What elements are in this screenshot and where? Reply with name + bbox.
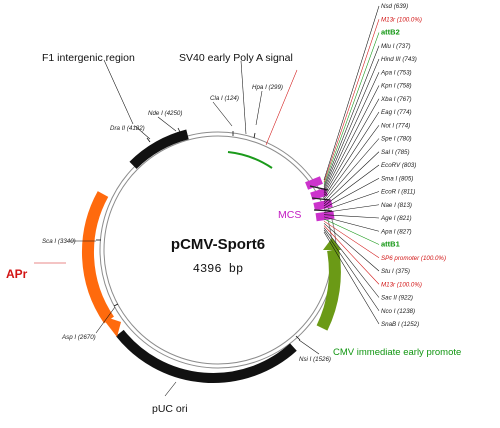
sv40-label: SV40 early Poly A signal [179,52,293,64]
site-leader-line [323,229,380,311]
site-label: Dra II (4182) [110,125,145,132]
site-leader-line [323,223,380,272]
site-label: SnaB I (1252) [381,321,419,328]
mcs-block [305,176,335,222]
site-leader-line [323,216,380,232]
cmv-promoter-arc [316,248,341,331]
site-leader-line [323,72,380,191]
plasmid-size: 4396 bp [193,262,243,276]
site-label: Hind III (743) [381,56,417,63]
site-leader-line [323,85,380,194]
site-leader-line [323,32,380,185]
site-leader-line [323,98,380,196]
site-leader-line [323,151,380,205]
site-leader-line [323,111,380,198]
site-label: Kpn I (758) [381,83,412,90]
site-label: Hpa I (299) [252,84,283,91]
right-site-leaders [323,5,380,325]
site-label: Sma I (805) [381,175,413,182]
site-label: Sac II (922) [381,295,413,302]
ap-label: APr [6,267,28,281]
site-leader-line [323,164,380,207]
cmv-promoter-arrowhead [323,238,341,250]
site-leader-line [323,231,380,325]
site-label: Mlu I (737) [381,43,411,50]
site-label: Age I (821) [380,215,412,222]
f1-region-label: F1 intergenic region [42,52,135,64]
site-leader-line [323,204,380,213]
ap-resistance-arc [81,191,114,324]
site-label: Cla I (124) [210,95,239,102]
site-label: Apa I (753) [380,69,412,76]
site-leader-line [323,58,380,189]
site-label: EcoRV (803) [381,162,416,169]
site-label: M13r (100.0%) [381,281,422,288]
sv40-arc [227,151,273,169]
site-label: M13r (100.0%) [381,16,422,23]
puc-ori-arc [115,329,297,383]
site-label: Stu I (375) [381,268,410,275]
site-label: Nae I (813) [381,202,412,209]
site-leader-line [323,214,380,219]
f1-region-arc [129,129,189,169]
attb-site-label: attB2 [381,28,400,37]
site-leader-line [323,138,380,202]
site-label: Nde I (4250) [148,110,182,117]
site-label: Xba I (767) [380,96,412,103]
site-label: Spe I (780) [381,136,412,143]
site-label: SP6 promoter (100.0%) [381,255,446,262]
site-leader-line [323,19,380,183]
site-leader-line [323,5,380,181]
site-leader-line [323,125,380,200]
site-label: Eag I (774) [381,109,412,116]
site-label: Apa I (827) [380,228,412,235]
site-leader-line [323,178,380,209]
mcs-label: MCS [278,209,301,221]
cmv-label: CMV immediate early promote [333,347,461,358]
site-label: Nsd (639) [381,3,408,10]
site-leader-line [323,191,380,211]
site-leader-line [323,45,380,187]
site-label: EcoR I (811) [381,189,415,196]
plasmid-name: pCMV-Sport6 [171,236,265,253]
left-site-leaders [34,59,320,397]
attb-site-label: attB1 [381,240,400,249]
site-leader-line [323,225,380,285]
site-label: Nco I (1238) [381,308,415,315]
site-label: Sca I (3340) [42,238,76,245]
site-leader-line [323,220,380,258]
site-label: Asp I (2670) [61,334,96,341]
puc-ori-label: pUC ori [152,403,188,415]
site-leader-line [323,227,380,298]
site-label: Nsi I (1526) [299,356,331,363]
site-leader-line [323,218,380,245]
site-label: Sal I (785) [381,149,410,156]
site-label: Not I (774) [381,122,410,129]
site-ticks [96,127,301,341]
